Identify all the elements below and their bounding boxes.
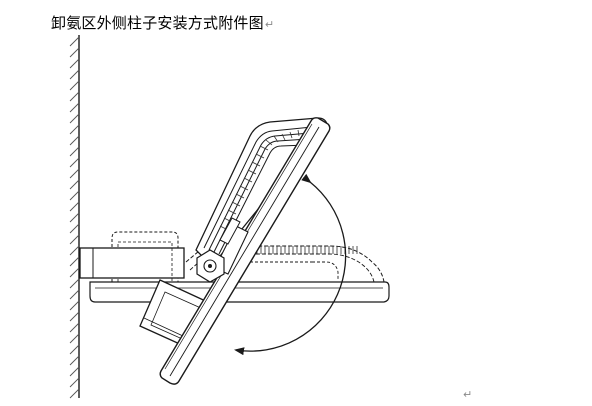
wall-column — [69, 35, 80, 399]
paragraph-mark: ↵ — [264, 18, 275, 31]
mounting-bracket — [79, 247, 185, 279]
wall-hatching — [69, 36, 80, 399]
document-title: 卸氨区外侧柱子安装方式附件图↵ — [51, 13, 274, 35]
pivot-bolt — [196, 249, 225, 283]
heat-sink-fins — [203, 126, 313, 255]
title-text: 卸氨区外侧柱子安装方式附件图 — [51, 14, 264, 32]
rotation-arrow — [234, 173, 347, 356]
end-paragraph-mark: ↵ — [463, 388, 473, 401]
